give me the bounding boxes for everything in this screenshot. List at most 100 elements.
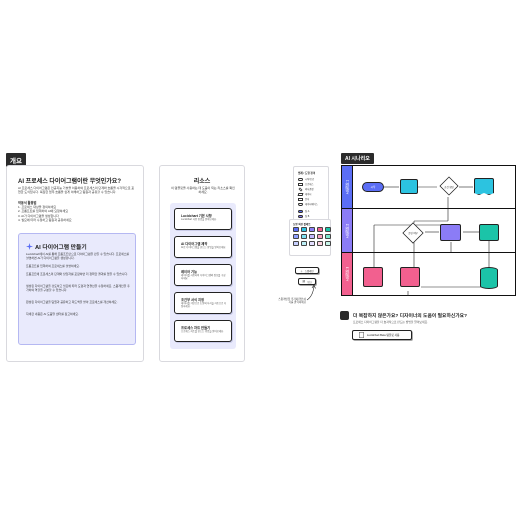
steps-list: 1. 프로세스 대상을 정의하세요 2. 프롬프트를 입력하여 AI에 요청하세… bbox=[18, 205, 72, 222]
step-item: 1. 프로세스 대상을 정의하세요 bbox=[18, 205, 57, 209]
resource-item[interactable]: Lucidchart 기본 사항 Lucidchart 사용 방법을 알아보세요… bbox=[174, 208, 232, 230]
document-shape[interactable] bbox=[474, 178, 494, 195]
ai-diagram-box: AI 다이어그램 만들기 Lucidchart에서 AI를 통해 프롬프트만으로… bbox=[18, 233, 136, 345]
database-shape[interactable] bbox=[480, 267, 498, 289]
palette-swatch[interactable] bbox=[309, 241, 315, 246]
palette-swatch[interactable] bbox=[309, 234, 315, 239]
link-button[interactable]: ⛓ 링크 bbox=[298, 278, 316, 285]
resource-item[interactable]: 조건부 서식 지정 데이터를 기반으로 도형의 서식을 자동으로 지정하세요. bbox=[174, 292, 232, 314]
add-lane-button[interactable]: ＋ 스윔레인 bbox=[295, 267, 319, 274]
resource-desc: 레이어를 사용하여 다이어그램의 정보를 구성하세요. bbox=[181, 274, 226, 281]
template-button-label: Lucidchart Beta 템플릿 사용 bbox=[367, 334, 400, 337]
question-title: 더 복잡하지 않은가요? 디자이너의 도움이 필요하신가요? bbox=[353, 314, 468, 319]
palette-swatch[interactable] bbox=[325, 241, 331, 246]
start-terminator[interactable]: 시작 bbox=[362, 182, 384, 192]
process-step[interactable] bbox=[400, 179, 418, 194]
legend-row: 문서 bbox=[298, 197, 309, 201]
overview-card: AI 프로세스 다이어그램이란 무엇인가요? AI 프로세스 다이어그램은 인공… bbox=[6, 165, 144, 362]
process-step-2[interactable] bbox=[440, 224, 461, 241]
process-step-4[interactable] bbox=[363, 267, 383, 287]
ai-paragraph: 프롬프트를 입력하여 프로세스를 설명하세요. bbox=[26, 264, 80, 268]
ai-paragraph: 프롬프트에 프로세스의 단계와 담당자를 포함하면 더 정확한 결과를 얻을 수… bbox=[26, 272, 128, 276]
palette-swatch[interactable] bbox=[293, 241, 299, 246]
legend-row: 팀 A bbox=[298, 209, 309, 213]
palette-swatch[interactable] bbox=[317, 241, 323, 246]
legend-row: 의사결정 bbox=[298, 187, 313, 191]
palette-swatch[interactable] bbox=[325, 234, 331, 239]
terminator-icon bbox=[298, 177, 303, 181]
legend-label: 문서 bbox=[305, 199, 310, 201]
step-item: 3. AI가 다이어그램을 생성합니다 bbox=[18, 213, 59, 218]
resource-desc: 프로세스 차트를 만드는 방법을 알아보세요. bbox=[181, 330, 224, 333]
legend-row: 시작/종료 bbox=[298, 177, 314, 181]
ai-paragraph: 완성된 다이어그램을 팀원과 공유하고 피드백을 받아 프로세스를 개선하세요. bbox=[26, 300, 118, 304]
process-step-5[interactable] bbox=[400, 267, 420, 287]
legend-label: 팀 A bbox=[305, 211, 310, 213]
resource-item[interactable]: AI 다이어그램 제작 AI로 다이어그램을 만드는 방법을 알아보세요. bbox=[174, 236, 232, 258]
question-subtitle: 프로세스 다이어그램을 더 효과적으로 만드는 방법을 알아보세요. bbox=[353, 320, 428, 324]
resource-title: 조건부 서식 지정 bbox=[181, 298, 205, 302]
team-b-swatch bbox=[298, 214, 303, 218]
ai-paragraph[interactable]: 자세한 내용은 AI 도움말 센터를 참고하세요. bbox=[26, 312, 79, 316]
lane-label-2: 시나리오 2 bbox=[342, 209, 353, 252]
resource-title: AI 다이어그램 제작 bbox=[181, 242, 208, 246]
resource-item[interactable]: 프로세스 차트 만들기 프로세스 차트를 만드는 방법을 알아보세요. bbox=[174, 320, 232, 342]
ai-paragraph: Lucidchart에서 AI를 통해 프롬프트만으로 다이어그램을 만들 수 … bbox=[26, 252, 130, 261]
data-icon bbox=[297, 192, 304, 196]
palette-swatch[interactable] bbox=[317, 234, 323, 239]
decision-label-2: 승인 여부 bbox=[408, 232, 418, 235]
resources-title: 리소스 bbox=[193, 179, 211, 185]
process-step-3[interactable] bbox=[479, 224, 499, 241]
palette-swatch[interactable] bbox=[293, 234, 299, 239]
template-button[interactable]: Lucidchart Beta 템플릿 사용 bbox=[352, 330, 412, 340]
diagram-tag: AI 시나리오 bbox=[341, 153, 374, 164]
steps-title: 작동식 활용법 bbox=[18, 201, 37, 205]
database-icon bbox=[298, 202, 303, 206]
palette-swatch[interactable] bbox=[301, 227, 307, 232]
palette-swatch[interactable] bbox=[301, 241, 307, 246]
legend-row: 데이터베이스 bbox=[298, 202, 318, 206]
resource-item[interactable]: 레이어 기능 레이어를 사용하여 다이어그램의 정보를 구성하세요. bbox=[174, 264, 232, 286]
resource-desc: AI로 다이어그램을 만드는 방법을 알아보세요. bbox=[181, 246, 227, 249]
decision-label: 조건 확인 bbox=[444, 186, 454, 189]
document-icon bbox=[298, 197, 303, 201]
palette-swatch[interactable] bbox=[301, 234, 307, 239]
decision-icon bbox=[298, 187, 303, 191]
palette-swatch[interactable] bbox=[309, 227, 315, 232]
team-a-swatch bbox=[298, 209, 303, 213]
resource-title: Lucidchart 기본 사항 bbox=[181, 214, 212, 218]
step-item: 4. 필요에 따라 수정하고 팀원과 공유하세요 bbox=[18, 217, 72, 222]
sparkle-icon bbox=[26, 243, 33, 250]
legend-row: 팀 B bbox=[298, 214, 309, 218]
link-icon: ⛓ bbox=[302, 280, 306, 283]
overview-title: AI 프로세스 다이어그램이란 무엇인가요? bbox=[18, 179, 121, 185]
question-icon bbox=[340, 311, 349, 320]
resource-title: 프로세스 차트 만들기 bbox=[181, 326, 211, 330]
legend: 범례 / 도형 정의 시작/종료 프로세스 의사결정 데이터 문서 데이터베이스… bbox=[293, 166, 329, 226]
ai-box-title: AI 다이어그램 만들기 bbox=[26, 242, 87, 251]
resource-desc: Lucidchart 사용 방법을 알아보세요. bbox=[181, 218, 217, 221]
legend-label: 팀 B bbox=[305, 216, 310, 218]
palette-swatch[interactable] bbox=[293, 227, 299, 232]
resources-list: Lucidchart 기본 사항 Lucidchart 사용 방법을 알아보세요… bbox=[170, 203, 236, 349]
plus-icon: ＋ bbox=[300, 269, 303, 273]
palette-swatch[interactable] bbox=[325, 227, 331, 232]
legend-title: 범례 / 도형 정의 bbox=[298, 172, 316, 175]
palette-swatch[interactable] bbox=[317, 227, 323, 232]
resources-card: 리소스 이 템플릿을 사용하는 데 도움이 되는 리소스를 확인하세요. Luc… bbox=[159, 165, 245, 362]
lane-label-1: 시나리오 1 bbox=[342, 166, 353, 208]
swimlane-diagram: 시나리오 1 시나리오 2 시나리오 3 bbox=[341, 165, 516, 296]
step-item: 2. 프롬프트를 입력하여 AI에 요청하세요 bbox=[18, 209, 69, 214]
legend-label: 시작/종료 bbox=[305, 179, 315, 181]
resource-desc: 데이터를 기반으로 도형의 서식을 자동으로 지정하세요. bbox=[181, 302, 227, 309]
pointer-arrow-icon bbox=[306, 284, 316, 301]
legend-row: 데이터 bbox=[297, 192, 311, 196]
add-lane-label: 스윔레인 bbox=[304, 269, 314, 273]
legend-label: 의사결정 bbox=[305, 189, 314, 191]
ai-paragraph: 생성된 다이어그램을 검토하고 필요에 따라 도형과 연결선을 수정하세요. 스… bbox=[26, 284, 130, 293]
resource-title: 레이어 기능 bbox=[181, 270, 198, 274]
side-note: 스윔레인을 추가하려면 여기를 클릭하세요 bbox=[278, 298, 306, 305]
resources-subtitle: 이 템플릿을 사용하는 데 도움이 되는 리소스를 확인하세요. bbox=[171, 186, 235, 195]
ai-box-title-text: AI 다이어그램 만들기 bbox=[35, 245, 87, 251]
